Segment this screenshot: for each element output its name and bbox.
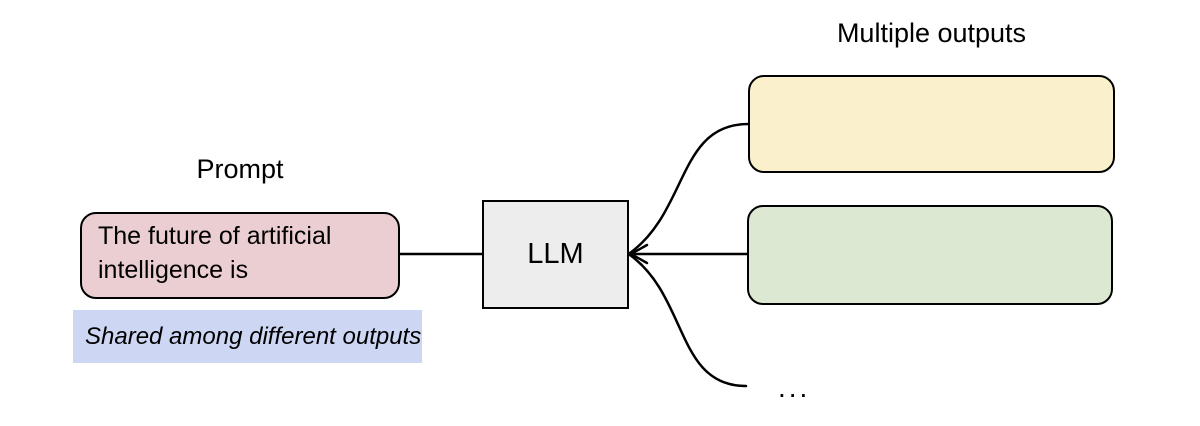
connector-llm-to-output-1 [628,122,750,255]
llm-label: LLM [527,238,584,270]
output-box-2 [747,205,1113,305]
arrowhead-into-llm-icon [628,243,649,265]
prompt-note-text: Shared among different outputs [85,322,422,350]
more-outputs-ellipsis: ... [778,372,811,403]
multiple-outputs-label: Multiple outputs [836,18,1027,48]
output-box-1 [748,75,1115,173]
llm-box: LLM [482,200,629,309]
prompt-note-highlight: Shared among different outputs [73,310,422,363]
prompt-label: Prompt [196,154,284,184]
prompt-box: The future of artificial intelligence is [80,212,400,299]
prompt-box-text: The future of artificial intelligence is [98,222,332,284]
connector-llm-to-ellipsis [628,253,748,388]
